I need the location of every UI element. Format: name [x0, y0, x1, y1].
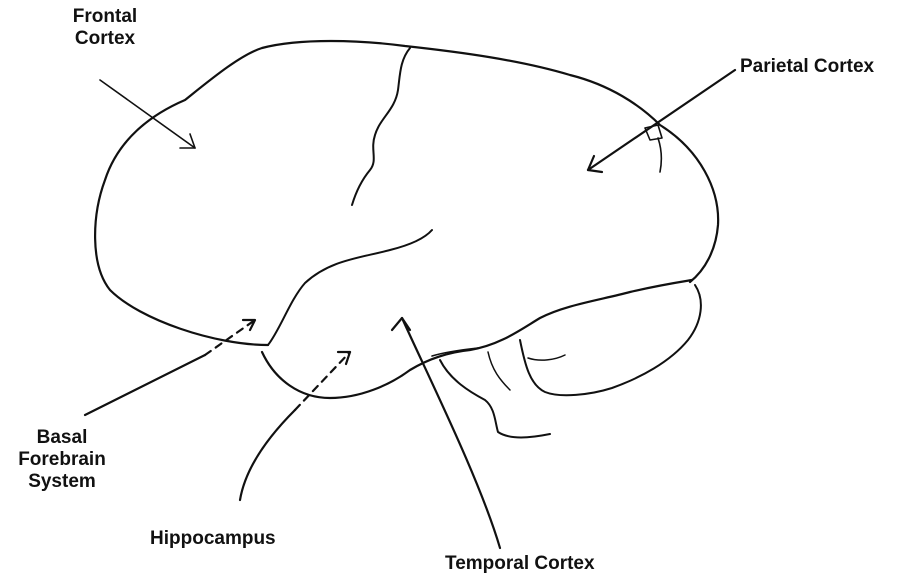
basal-label-line3: System [2, 471, 122, 493]
cerebellum-fold [528, 355, 565, 360]
basal-label-line2: Forebrain [2, 449, 122, 471]
temporal-cortex-label: Temporal Cortex [445, 553, 595, 575]
temporal-lobe-outline [262, 280, 692, 398]
brainstem-inner [488, 352, 510, 390]
basal-forebrain-arrow [85, 320, 255, 415]
cerebellum-outline [520, 285, 701, 395]
parietal-cortex-label: Parietal Cortex [740, 56, 874, 78]
parietal-mark [645, 125, 662, 172]
basal-forebrain-label: Basal Forebrain System [2, 427, 122, 493]
frontal-arrow [100, 80, 195, 148]
central-sulcus [352, 48, 410, 205]
frontal-label-line2: Cortex [55, 28, 155, 50]
frontal-label-line1: Frontal [55, 6, 155, 28]
frontal-cortex-label: Frontal Cortex [55, 6, 155, 50]
hippocampus-label: Hippocampus [150, 528, 276, 550]
cerebrum-outline [95, 41, 718, 345]
hippocampus-arrow [240, 352, 350, 500]
basal-label-line1: Basal [2, 427, 122, 449]
